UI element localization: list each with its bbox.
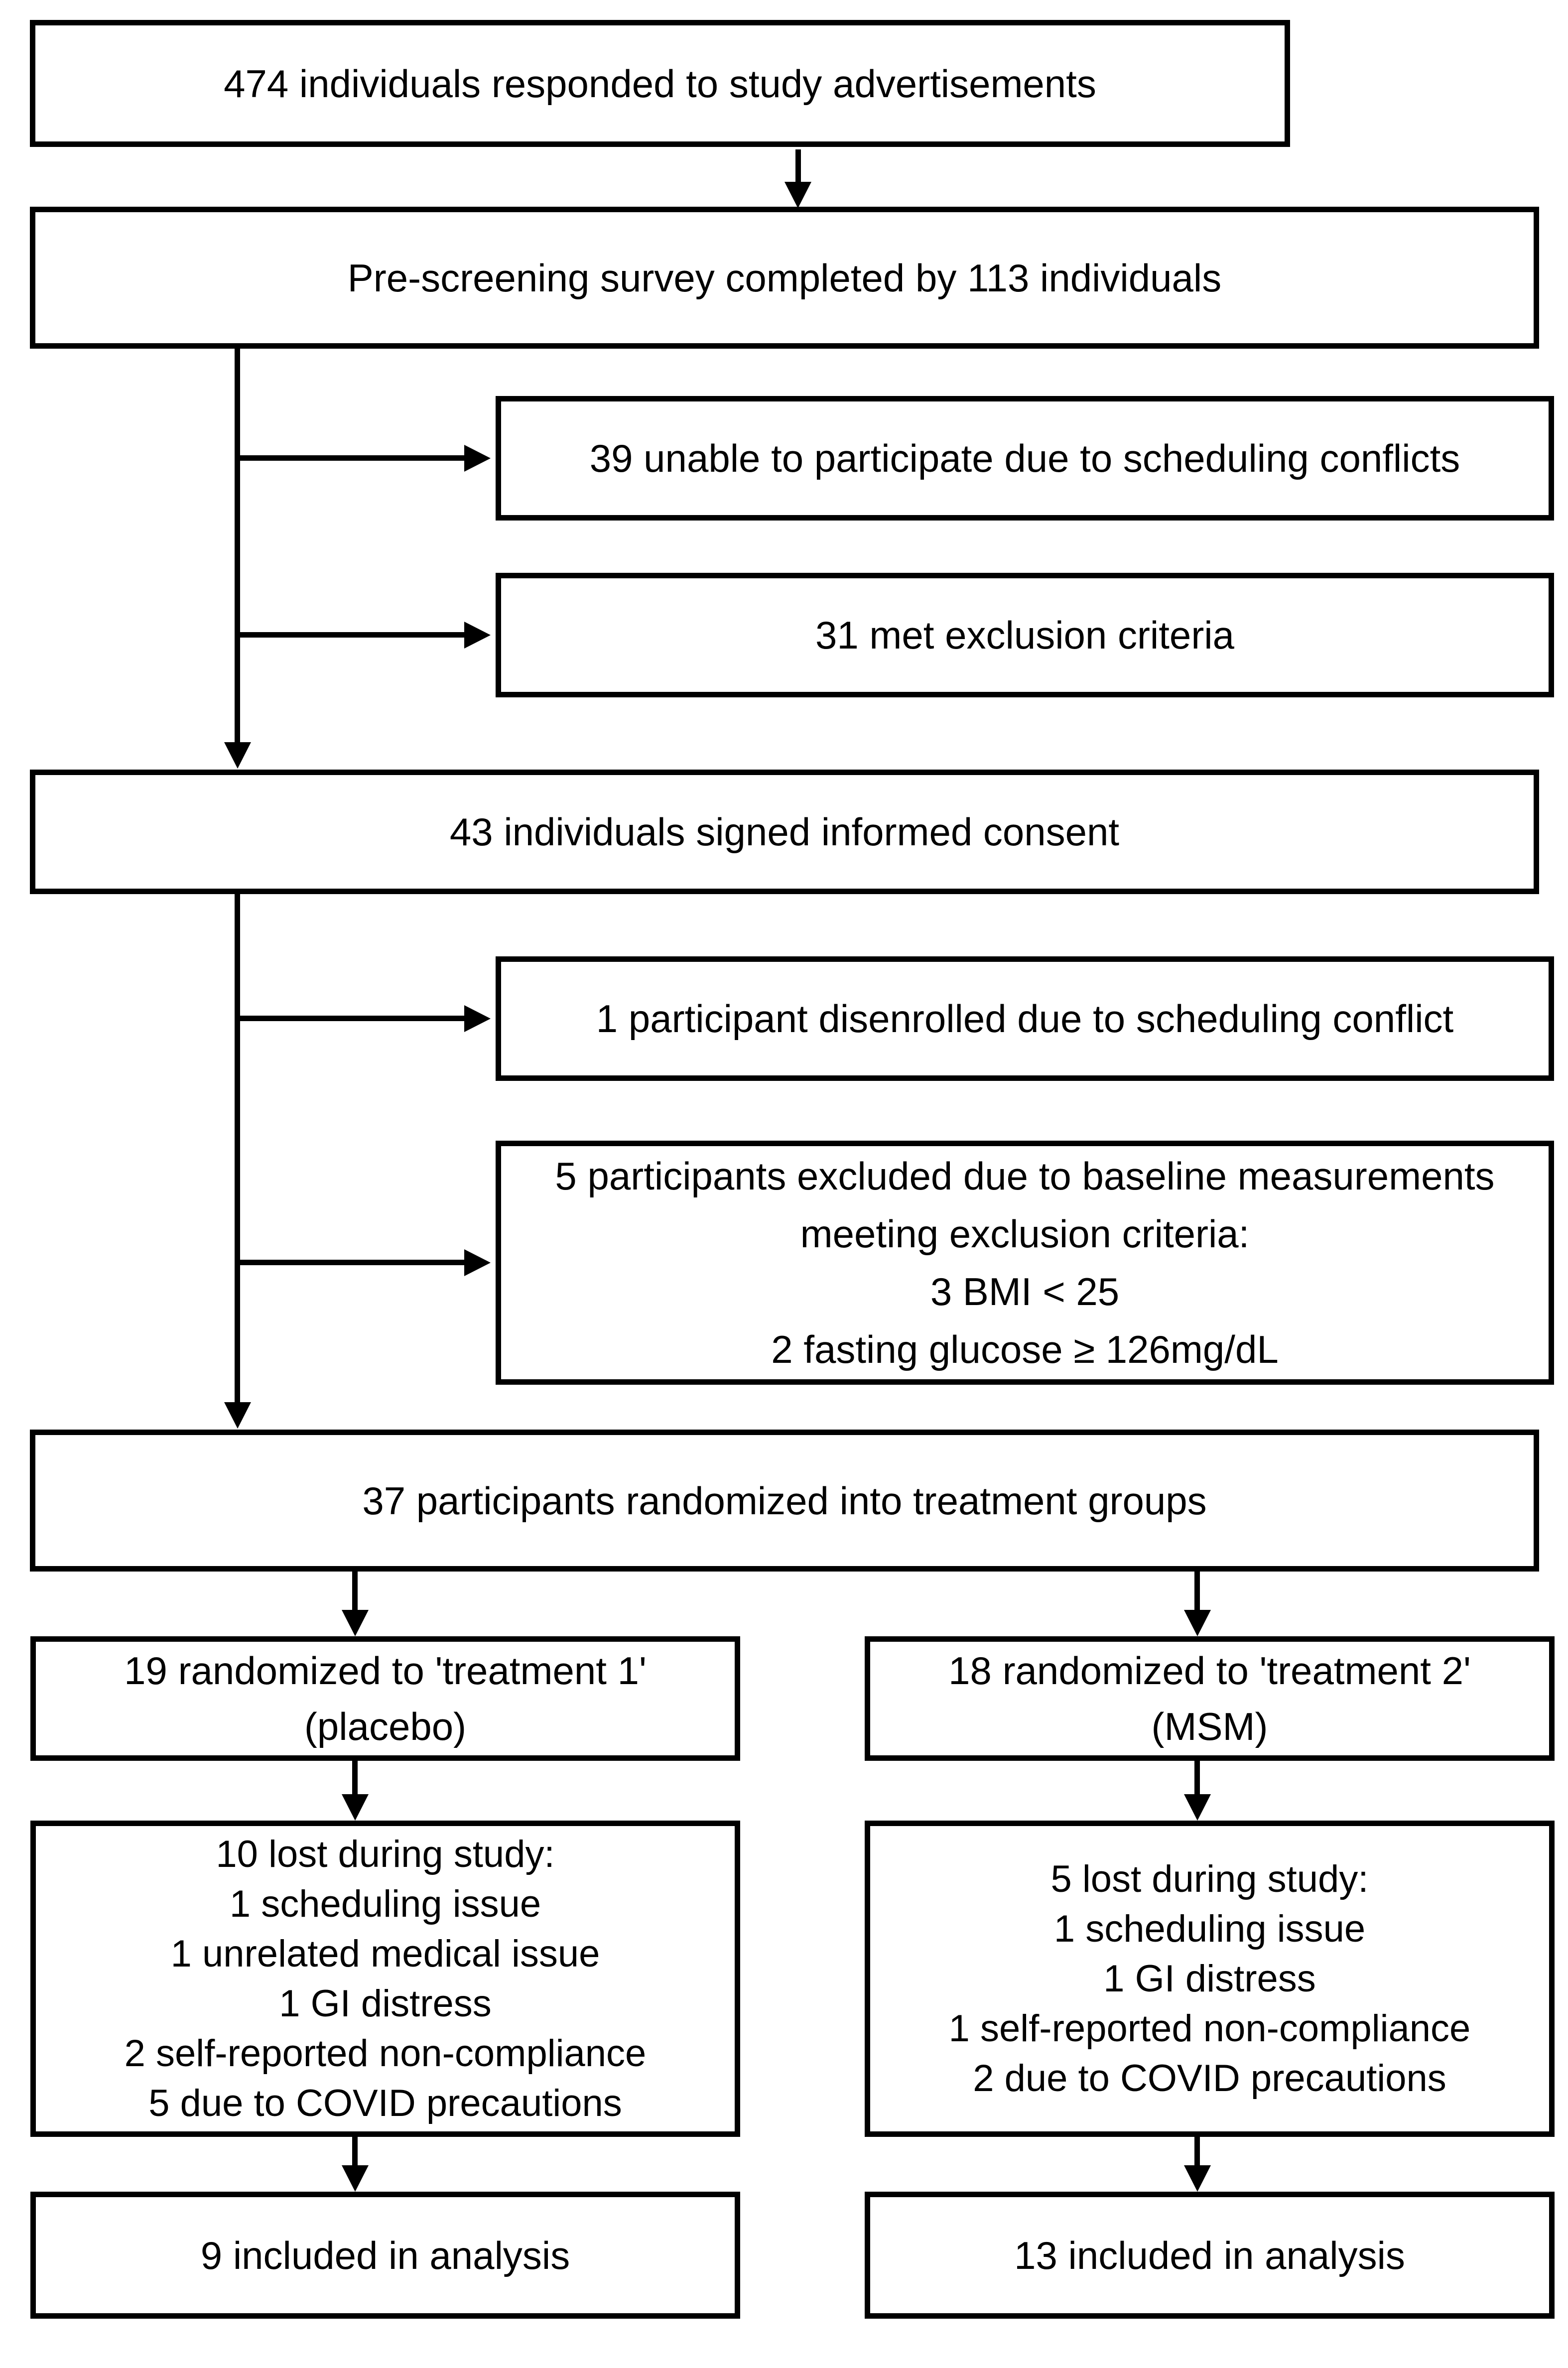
box-met-exclusion: 31 met exclusion criteria [496, 573, 1554, 697]
box-disenrolled-text: 1 participant disenrolled due to schedul… [596, 997, 1454, 1041]
connector-randomized-treatment1 [352, 1572, 358, 1610]
box-prescreening: Pre-screening survey completed by 113 in… [30, 207, 1539, 349]
box-met-exclusion-text: 31 met exclusion criteria [815, 613, 1234, 657]
box-excluded-baseline-line-3: 3 BMI < 25 [930, 1270, 1120, 1314]
box-analysis-2: 13 included in analysis [865, 2192, 1555, 2319]
box-analysis-1: 9 included in analysis [30, 2192, 740, 2319]
box-excluded-baseline: 5 participants excluded due to baseline … [496, 1141, 1554, 1385]
arrowhead-right-excluded-baseline [464, 1249, 491, 1276]
box-lost-treatment-1: 10 lost during study: 1 scheduling issue… [30, 1821, 740, 2137]
arrowhead-down-analysis2 [1184, 2165, 1211, 2192]
box-excluded-baseline-line-1: 5 participants excluded due to baseline … [555, 1154, 1495, 1198]
connector-consent-randomized [235, 894, 240, 1402]
box-lost-treatment-2: 5 lost during study: 1 scheduling issue … [865, 1821, 1555, 2137]
arrowhead-down-lost1 [342, 1794, 369, 1821]
connector-treatment2-lost2 [1194, 1761, 1200, 1794]
box-unable-scheduling-text: 39 unable to participate due to scheduli… [589, 436, 1460, 480]
branch-line-disenrolled [238, 1016, 464, 1021]
branch-line-excluded-baseline [238, 1260, 464, 1265]
arrowhead-down-treatment2 [1184, 1610, 1211, 1636]
connector-randomized-treatment2 [1194, 1572, 1200, 1610]
arrowhead-right-met-exclusion [464, 622, 491, 649]
box-lost-2-line-1: 5 lost during study: [1050, 1857, 1369, 1900]
box-excluded-baseline-line-4: 2 fasting glucose ≥ 126mg/dL [771, 1327, 1279, 1371]
box-unable-scheduling: 39 unable to participate due to scheduli… [496, 396, 1554, 521]
box-analysis-2-text: 13 included in analysis [1014, 2233, 1405, 2277]
arrowhead-down-lost2 [1184, 1794, 1211, 1821]
box-lost-1-line-4: 1 GI distress [279, 1982, 492, 2025]
box-responded: 474 individuals responded to study adver… [30, 20, 1290, 147]
box-treatment-1-line-2: (placebo) [304, 1705, 467, 1748]
arrowhead-down-analysis1 [342, 2165, 369, 2192]
box-lost-1-line-3: 1 unrelated medical issue [170, 1932, 600, 1975]
connector-responded-prescreening [795, 149, 801, 183]
box-randomized-text: 37 participants randomized into treatmen… [362, 1478, 1207, 1523]
box-lost-1-line-1: 10 lost during study: [216, 1833, 555, 1875]
branch-line-met-exclusion [238, 632, 464, 638]
box-treatment-2-line-1: 18 randomized to 'treatment 2' [948, 1649, 1471, 1693]
box-responded-text: 474 individuals responded to study adver… [224, 61, 1096, 106]
box-lost-2-line-5: 2 due to COVID precautions [973, 2057, 1446, 2100]
box-consent-text: 43 individuals signed informed consent [449, 810, 1120, 854]
box-treatment-2: 18 randomized to 'treatment 2' (MSM) [865, 1636, 1555, 1761]
arrowhead-down-prescreening [784, 182, 811, 208]
branch-line-unable-scheduling [238, 455, 464, 461]
box-treatment-1: 19 randomized to 'treatment 1' (placebo) [30, 1636, 740, 1761]
box-prescreening-text: Pre-screening survey completed by 113 in… [347, 256, 1222, 300]
box-treatment-1-line-1: 19 randomized to 'treatment 1' [124, 1649, 647, 1693]
box-lost-1-line-2: 1 scheduling issue [229, 1882, 541, 1925]
box-analysis-1-text: 9 included in analysis [200, 2233, 570, 2277]
connector-lost1-analysis1 [352, 2137, 358, 2165]
arrowhead-down-treatment1 [342, 1610, 369, 1636]
box-lost-2-line-2: 1 scheduling issue [1053, 1907, 1366, 1950]
box-lost-2-line-3: 1 GI distress [1103, 1957, 1316, 2000]
box-randomized: 37 participants randomized into treatmen… [30, 1430, 1539, 1572]
box-excluded-baseline-line-2: meeting exclusion criteria: [800, 1212, 1250, 1256]
box-lost-1-line-6: 5 due to COVID precautions [148, 2082, 622, 2124]
box-consent: 43 individuals signed informed consent [30, 770, 1539, 894]
arrowhead-down-randomized [224, 1402, 251, 1429]
arrowhead-down-consent [224, 742, 251, 769]
box-treatment-2-line-2: (MSM) [1151, 1705, 1268, 1748]
box-disenrolled: 1 participant disenrolled due to schedul… [496, 956, 1554, 1081]
box-lost-1-line-5: 2 self-reported non-compliance [124, 2032, 647, 2075]
box-lost-2-line-4: 1 self-reported non-compliance [948, 2007, 1471, 2050]
connector-lost2-analysis2 [1194, 2137, 1200, 2165]
connector-treatment1-lost1 [352, 1761, 358, 1794]
arrowhead-right-disenrolled [464, 1005, 491, 1032]
connector-prescreening-consent [235, 349, 240, 742]
arrowhead-right-unable-scheduling [464, 445, 491, 472]
